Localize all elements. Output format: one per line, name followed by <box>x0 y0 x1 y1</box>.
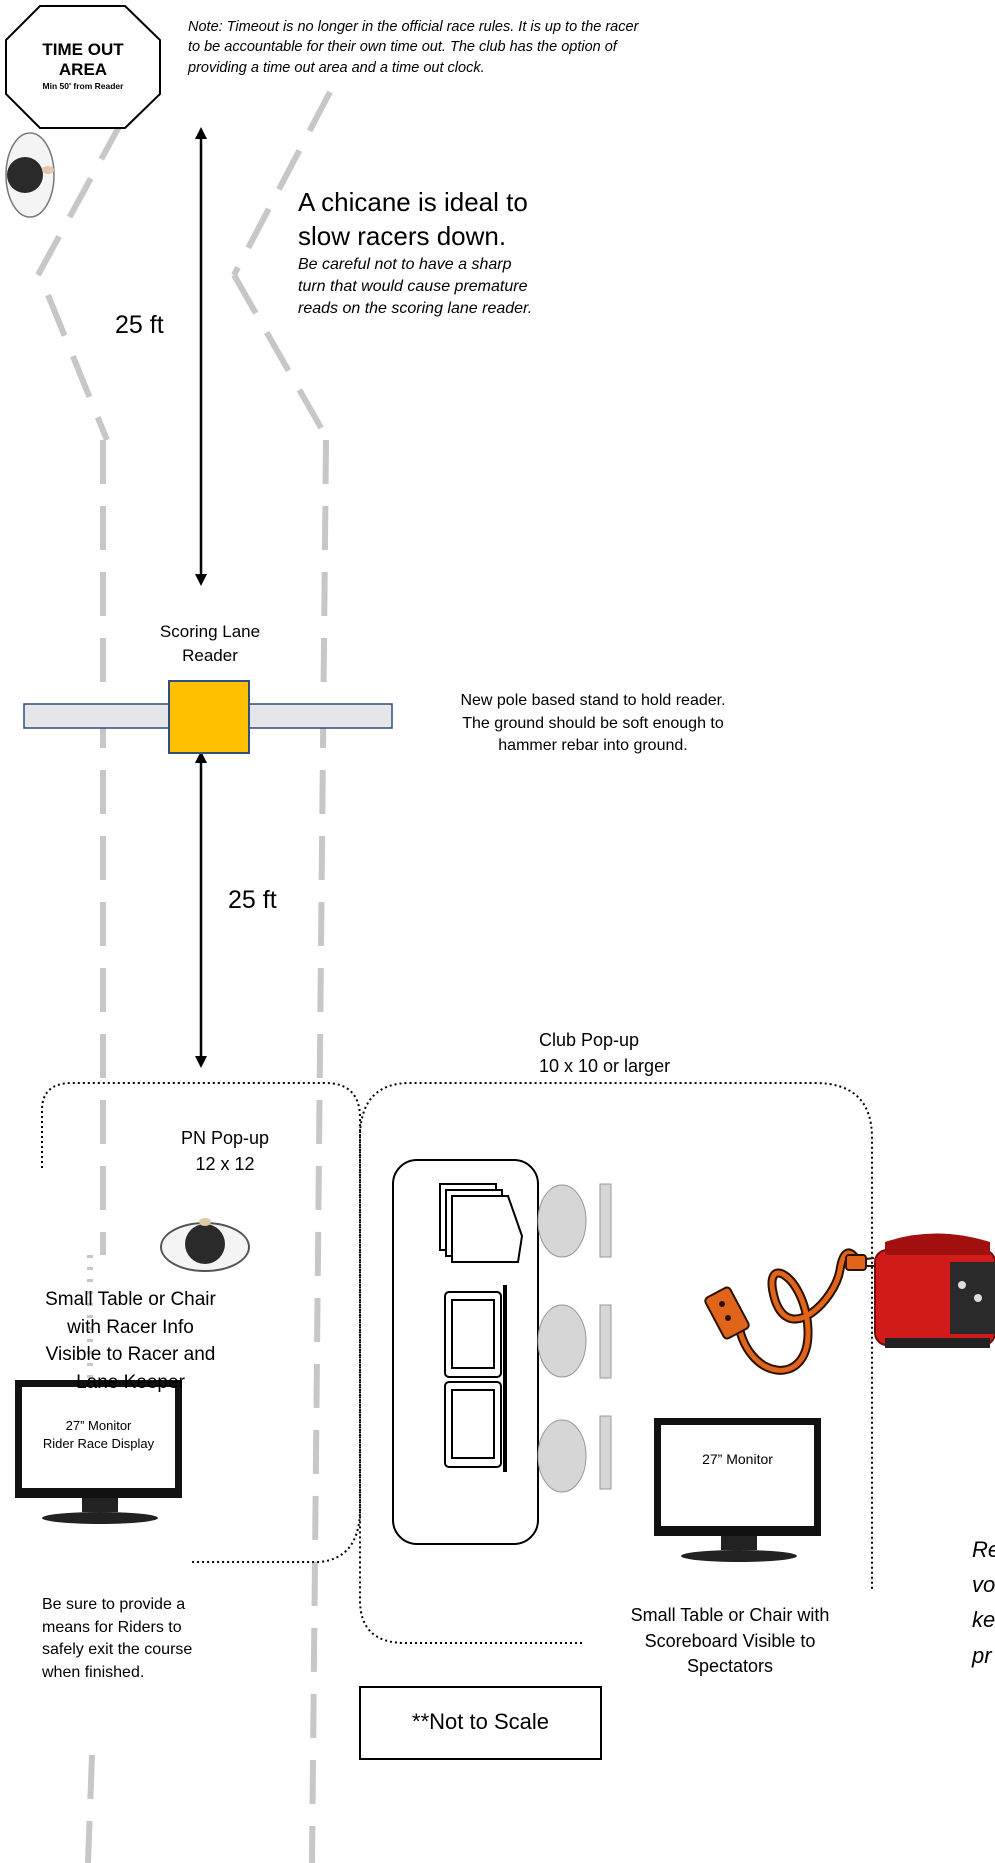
exit-note-line3: safely exit the course <box>42 1641 193 1659</box>
cut-text-line1: Re <box>972 1537 995 1562</box>
timeout-note-line1: Note: Timeout is no longer in the offici… <box>188 19 639 35</box>
club-popup-size: 10 x 10 or larger <box>539 1055 671 1076</box>
laptop-icon <box>444 1285 507 1382</box>
club-popup-label: Club Pop-up <box>539 1030 640 1050</box>
lane-lines <box>35 68 333 1863</box>
reader-label-line2: Reader <box>182 646 238 666</box>
monitor-left-caption: Rider Race Display <box>42 1435 155 1451</box>
generator-icon <box>874 1233 995 1348</box>
chair-icon <box>537 1415 612 1493</box>
exit-note-line2: means for Riders to <box>42 1618 182 1636</box>
reader-note-line3: hammer rebar into ground. <box>498 737 688 755</box>
monitor-icon <box>15 1380 182 1524</box>
reader-note-line2: The ground should be soft enough to <box>462 714 724 732</box>
timeout-sign-subtitle: Min 50' from Reader <box>42 80 124 91</box>
not-to-scale-box <box>359 1686 602 1760</box>
racer-table-line2: with Racer Info <box>67 1316 194 1338</box>
lane-left-middle-chicane <box>45 293 110 442</box>
timeout-sign-title: TIME OUT <box>42 40 124 59</box>
timeout-note-line3: providing a time out area and a time out… <box>188 59 485 76</box>
timeout-note-line2: to be accountable for their own time out… <box>188 39 617 56</box>
chicane-note-line1: Be careful not to have a sharp <box>298 255 512 273</box>
chair-icon <box>537 1304 612 1379</box>
pn-popup-outline <box>41 1082 361 1563</box>
club-popup-outline <box>359 1082 873 1644</box>
reader-label: Scoring Lane <box>159 622 261 641</box>
pn-popup-label: PN Pop-up <box>180 1128 270 1148</box>
pn-popup-size: 12 x 12 <box>195 1153 255 1174</box>
lower-distance-label: 25 ft <box>228 886 277 914</box>
chicane-note-line2: turn that would cause premature <box>298 277 528 295</box>
reader-note-line1: New pole based stand to hold reader. <box>460 692 726 709</box>
cut-text-line2: vo <box>972 1572 995 1598</box>
monitor-icon <box>654 1418 821 1562</box>
person-topdown-icon <box>160 1218 250 1272</box>
papers-icon <box>439 1183 524 1263</box>
cut-text-line4: pr <box>972 1642 992 1668</box>
laptop-icon <box>444 1375 507 1472</box>
lane-left-upper-chicane <box>35 68 153 277</box>
extension-cord-icon <box>704 1248 875 1375</box>
chair-icon <box>537 1183 612 1258</box>
person-topdown-icon <box>5 132 55 218</box>
scoreboard-table-line1: Small Table or Chair with <box>630 1605 830 1625</box>
exit-note-line4: when finished. <box>42 1664 145 1682</box>
racer-table-line3: Visible to Racer and <box>45 1344 216 1366</box>
lane-right-straight <box>309 439 329 1863</box>
timeout-sign-title-line2: AREA <box>58 60 108 80</box>
not-to-scale-label: **Not to Scale <box>412 1709 549 1734</box>
chicane-heading-line2: slow racers down. <box>298 220 507 251</box>
chicane-heading: A chicane is ideal to <box>298 187 528 217</box>
lane-right-middle-chicane <box>231 273 331 442</box>
lane-left-bottom <box>85 1754 95 1863</box>
cut-text-line3: ke <box>972 1607 995 1633</box>
monitor-left-title: 27” Monitor <box>65 1418 132 1433</box>
monitor-right-title: 27” Monitor <box>702 1451 773 1467</box>
racer-table-line1: Small Table or Chair <box>45 1289 216 1310</box>
upper-distance-label: 25 ft <box>115 311 164 339</box>
chicane-note-line3: reads on the scoring lane reader. <box>298 300 533 318</box>
exit-note-line1: Be sure to provide a <box>42 1596 186 1613</box>
lane-right-upper-chicane <box>231 90 333 277</box>
scoreboard-table-line3: Spectators <box>686 1656 774 1677</box>
timeout-octagon-sign <box>5 5 161 129</box>
reader-box-icon <box>168 680 250 754</box>
scoreboard-table-line2: Scoreboard Visible to <box>644 1630 816 1651</box>
racer-table-line4: Lane Keeper <box>76 1371 185 1393</box>
